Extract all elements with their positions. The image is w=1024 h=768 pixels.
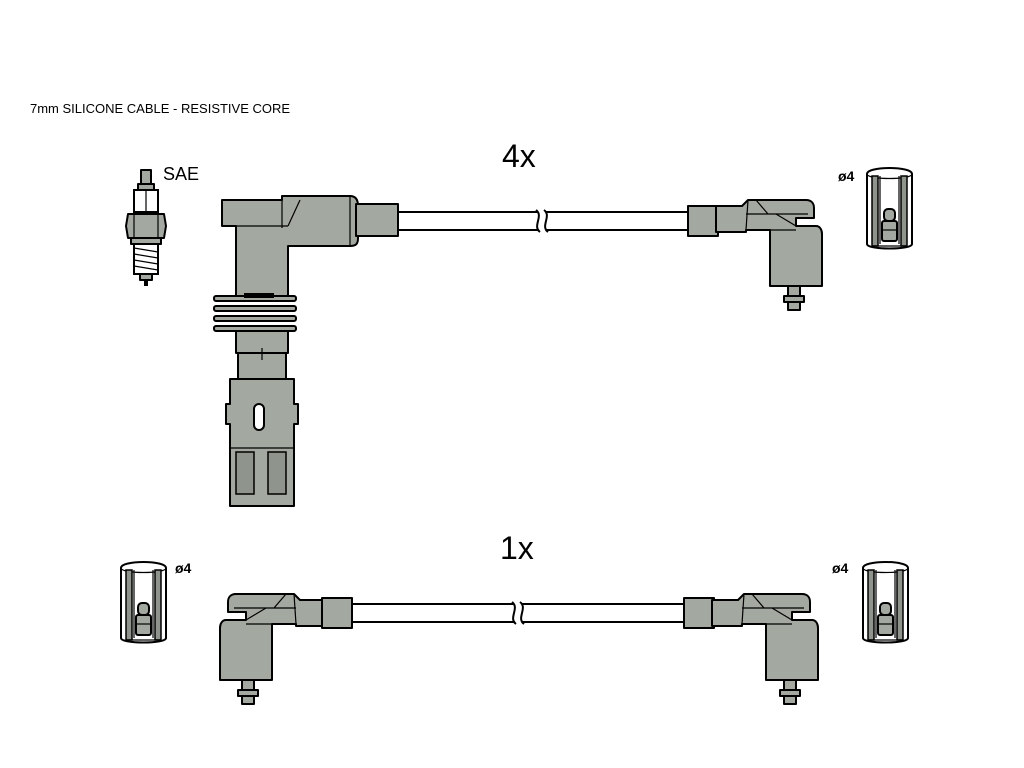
plug-boot-bottom-left: [219, 593, 353, 705]
cable-bottom: [352, 601, 686, 625]
quantity-label-top: 4x: [502, 138, 536, 174]
plug-boot-bottom-right: [683, 593, 819, 705]
terminal-size-label-bottom-left: ø4: [175, 560, 192, 576]
diagram-title: 7mm SILICONE CABLE - RESISTIVE CORE: [30, 101, 291, 116]
terminal-size-label-top-right: ø4: [838, 168, 855, 184]
plug-standard-label: SAE: [163, 164, 200, 184]
terminal-icon-bottom-left: [120, 561, 167, 644]
coil-boot-top: [213, 195, 399, 507]
cable-top: [398, 209, 690, 233]
plug-boot-top: [687, 199, 823, 311]
spark-plug-icon: [125, 169, 167, 286]
terminal-size-label-bottom-right: ø4: [832, 560, 849, 576]
terminal-icon-top-right: [866, 167, 913, 250]
quantity-label-bottom: 1x: [500, 530, 534, 566]
terminal-icon-bottom-right: [862, 561, 909, 644]
